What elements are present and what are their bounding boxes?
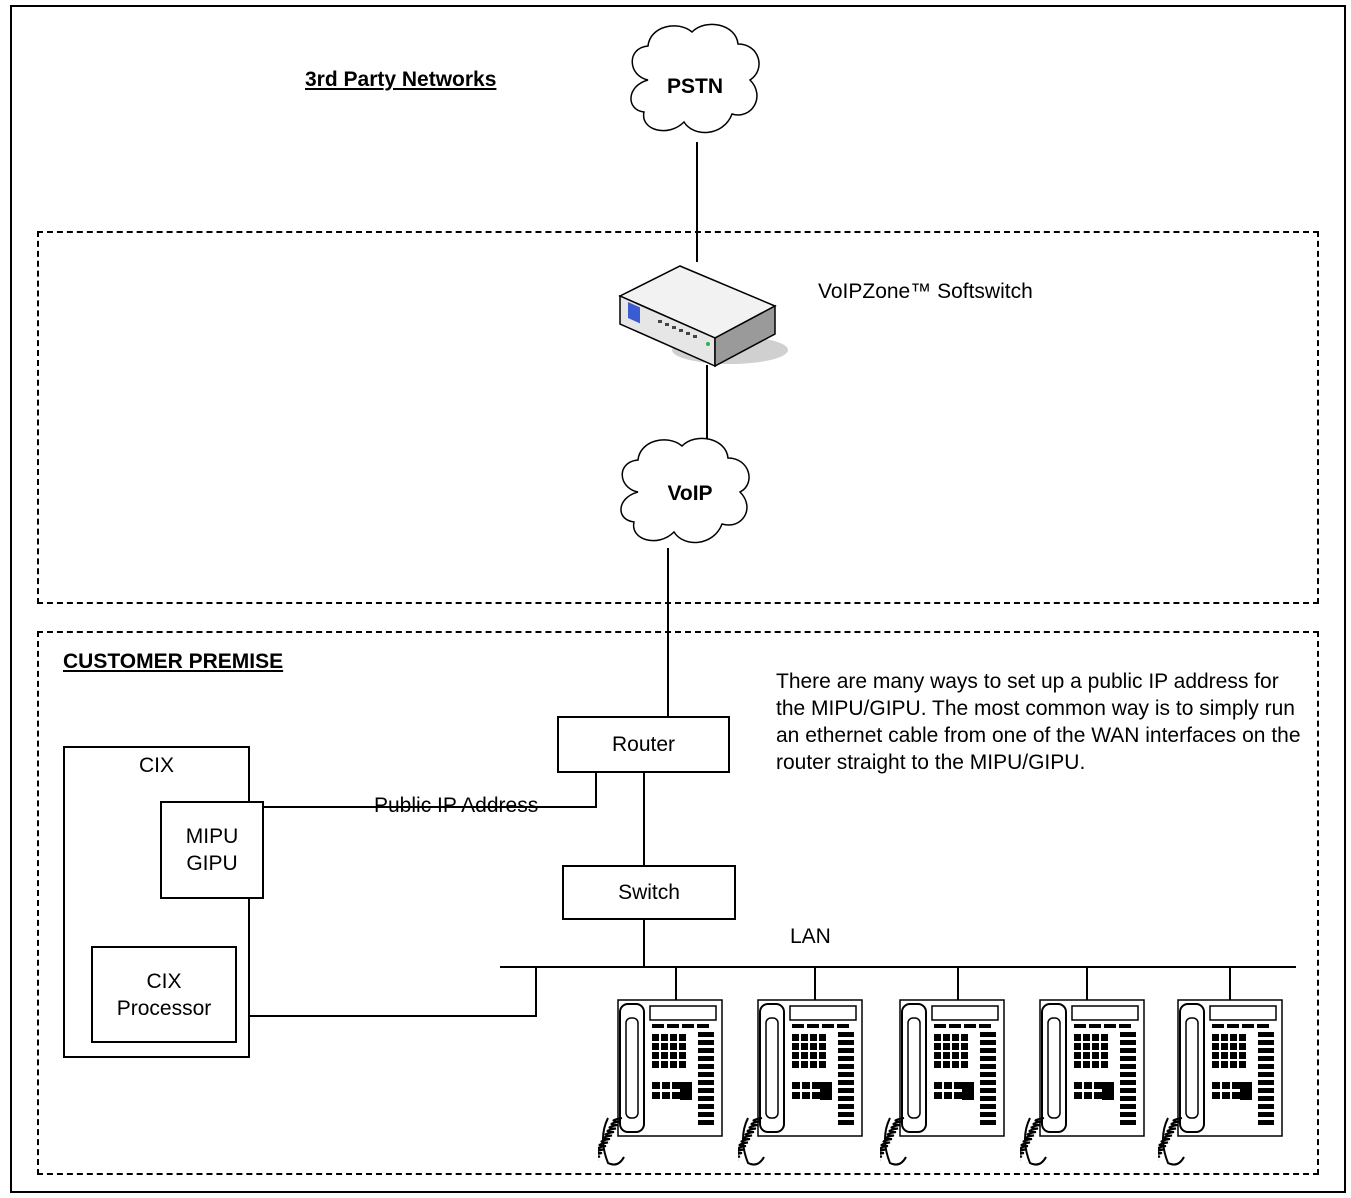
mipu-label: MIPU (185, 825, 239, 848)
public-ip-note: There are many ways to set up a public I… (776, 670, 1301, 774)
voip-label: VoIP (667, 482, 713, 505)
router-to-mipu-line (249, 773, 597, 808)
voip-zone-boundary (37, 231, 1319, 604)
cix-processor-line1: CIX (146, 969, 182, 993)
pstn-label: PSTN (666, 75, 723, 98)
cix-processor-line2: Processor (116, 996, 212, 1020)
diagram-frame (10, 5, 1346, 1193)
customer-premise-boundary (37, 631, 1319, 1175)
gipu-label: GIPU (186, 852, 238, 875)
lan-label: LAN (790, 925, 831, 948)
softswitch-label: VoIPZone™ Softswitch (818, 280, 1033, 303)
mipu-gipu-card: MIPU GIPU (160, 801, 264, 899)
switch-box: Switch (562, 865, 736, 920)
desk-phone-icon (1158, 999, 1283, 1166)
lan-to-cix-processor-line (250, 967, 537, 1017)
desk-phone-icon (1020, 999, 1145, 1166)
router-box: Router (557, 716, 730, 773)
cix-label: CIX (138, 754, 174, 777)
public-ip-label: Public IP Address (374, 794, 539, 817)
desk-phone-icon (880, 999, 1005, 1166)
customer-premise-heading: CUSTOMER PREMISE (63, 650, 284, 673)
desk-phone-icon (738, 999, 863, 1166)
voip-cloud-icon (620, 437, 750, 544)
softswitch-device-icon (618, 265, 788, 368)
pstn-cloud-icon (630, 23, 760, 134)
third-party-networks-heading: 3rd Party Networks (305, 68, 497, 91)
cix-processor-card: CIX Processor (91, 946, 237, 1043)
desk-phone-icon (598, 999, 723, 1166)
